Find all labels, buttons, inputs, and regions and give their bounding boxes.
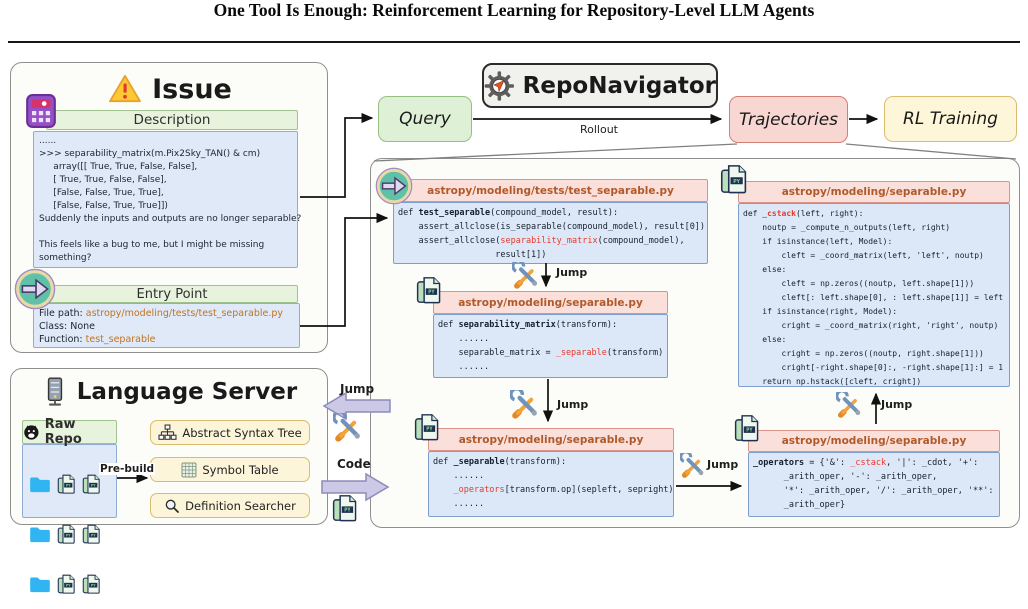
code-body-separable: def _separable(transform): ...... _opera… — [428, 451, 674, 517]
repo-navigator-box: RepoNavigator — [482, 63, 718, 108]
file-path-header: astropy/modeling/separable.py — [738, 181, 1010, 203]
tools-icon — [512, 262, 540, 290]
trajectory-callout-line-right — [845, 143, 1017, 160]
definition-searcher-label: Definition Searcher — [185, 498, 296, 513]
file-path-header: astropy/modeling/separable.py — [433, 291, 668, 314]
raw-repo-label: Raw Repo — [44, 417, 82, 447]
language-server-heading: Language Server — [11, 375, 329, 409]
entry-point-details: File path: astropy/modeling/tests/test_s… — [33, 303, 300, 348]
jump-label: Jump — [556, 266, 588, 279]
tools-icon — [836, 392, 863, 419]
python-file-icon — [414, 413, 440, 441]
file-path-header: astropy/modeling/tests/test_separable.py — [393, 179, 708, 202]
python-file-icon — [734, 414, 760, 442]
python-file-icon — [332, 494, 358, 522]
paper-title: One Tool Is Enough: Reinforcement Learni… — [213, 0, 815, 20]
github-icon — [23, 424, 40, 441]
definition-searcher-box: Definition Searcher — [150, 493, 310, 518]
prebuild-label: Pre-build — [99, 463, 156, 475]
trajectories-box: Trajectories — [729, 96, 848, 143]
raw-repo-files — [22, 444, 117, 518]
entry-point-header: Entry Point — [46, 285, 298, 303]
ast-box: Abstract Syntax Tree — [150, 420, 310, 445]
symbol-table-icon — [181, 462, 197, 478]
entry-target-icon — [14, 268, 56, 310]
repo-navigator-label: RepoNavigator — [522, 72, 716, 99]
bridge-jump-label: Jump — [340, 382, 375, 396]
symbol-table-label: Symbol Table — [202, 462, 279, 477]
query-box: Query — [378, 96, 472, 142]
trajectory-start-icon — [375, 167, 413, 205]
tools-icon — [680, 453, 706, 479]
description-header: Description — [46, 110, 298, 130]
python-file-icon — [82, 574, 101, 594]
gear-navigator-icon — [484, 68, 515, 104]
code-body-operators: _operators = {'&': _cstack, '|': _cdot, … — [748, 452, 1000, 517]
code-body-separability-matrix: def separability_matrix(transform): ....… — [433, 314, 668, 378]
repo-file-row — [25, 572, 114, 596]
search-icon — [164, 498, 180, 514]
python-file-icon — [57, 474, 76, 494]
raw-repo-header: Raw Repo — [22, 417, 117, 447]
tools-icon — [510, 390, 540, 420]
ast-label: Abstract Syntax Tree — [182, 425, 302, 440]
rl-training-box: RL Training — [884, 96, 1017, 142]
rollout-label: Rollout — [579, 123, 618, 136]
code-body-cstack: def _cstack(left, right): noutp = _compu… — [738, 203, 1010, 387]
description-code: ......>>> separability_matrix(m.Pix2Sky_… — [33, 131, 301, 268]
tools-icon — [333, 413, 363, 443]
python-file-icon — [57, 574, 76, 594]
file-path-header: astropy/modeling/separable.py — [748, 430, 1000, 452]
warning-icon — [108, 74, 142, 104]
python-file-icon — [720, 164, 748, 194]
server-icon — [43, 377, 67, 407]
python-file-icon — [416, 276, 442, 304]
python-file-icon — [82, 524, 101, 544]
bridge-code-label: Code — [337, 457, 371, 471]
code-body-test-separable: def test_separable(compound_model, resul… — [393, 202, 708, 264]
jump-label: Jump — [557, 398, 589, 411]
jump-label: Jump — [707, 458, 739, 471]
issue-heading-label: Issue — [152, 73, 232, 105]
python-file-icon — [57, 524, 76, 544]
language-server-heading-label: Language Server — [76, 379, 298, 405]
file-path-header: astropy/modeling/separable.py — [428, 428, 674, 451]
ast-tree-icon — [158, 424, 177, 441]
jump-label: Jump — [881, 398, 913, 411]
symbol-table-box: Symbol Table — [150, 457, 310, 482]
repo-file-row — [25, 522, 114, 546]
title-rule — [8, 41, 1020, 43]
folder-icon — [29, 525, 51, 543]
issue-heading: Issue — [11, 71, 329, 107]
folder-icon — [29, 475, 51, 493]
python-file-icon — [82, 474, 101, 494]
calculator-icon — [26, 94, 56, 128]
folder-icon — [29, 575, 51, 593]
repo-file-row — [25, 472, 114, 496]
